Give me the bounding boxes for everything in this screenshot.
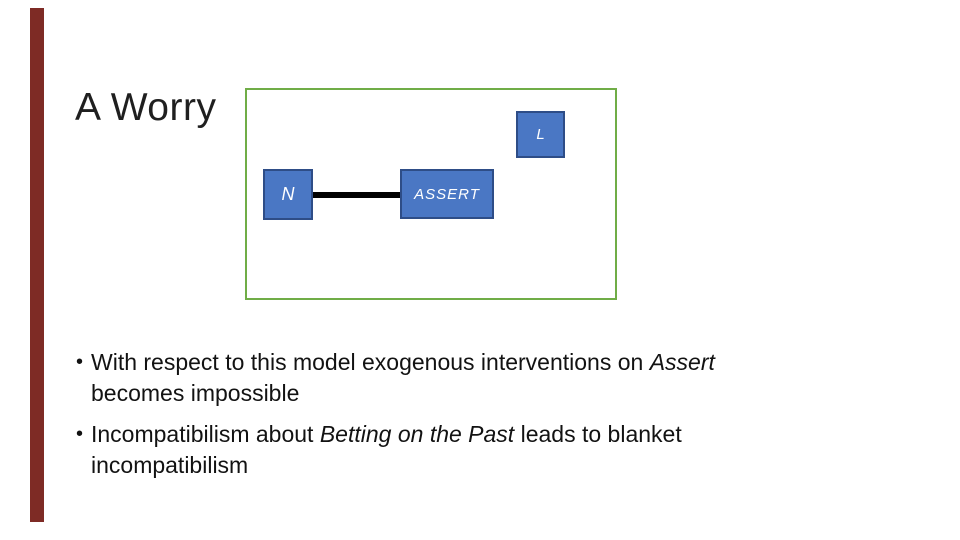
slide-title: A Worry: [75, 86, 217, 130]
bullet-list: • With respect to this model exogenous i…: [76, 347, 766, 491]
node-n: N: [263, 169, 313, 220]
bullet-item-2: • Incompatibilism about Betting on the P…: [76, 419, 766, 481]
node-l-label: L: [536, 126, 545, 143]
node-l: L: [516, 111, 565, 158]
bullet-2-text-italic: Betting on the Past: [319, 421, 515, 447]
bullet-item-1-text: With respect to this model exogenous int…: [91, 347, 715, 409]
bullet-2-text-continuation: incompatibilism: [91, 452, 249, 478]
bullet-1-text-plain: With respect to this model exogenous int…: [91, 349, 650, 375]
node-assert: ASSERT: [400, 169, 494, 219]
bullet-marker: •: [76, 351, 84, 373]
bullet-1-line-1: With respect to this model exogenous int…: [91, 347, 715, 378]
node-assert-label: ASSERT: [414, 185, 480, 203]
bullet-2-text-plain: Incompatibilism about: [91, 421, 320, 447]
bullet-1-text-continuation: becomes impossible: [91, 380, 300, 406]
bullet-1-text-italic: Assert: [649, 349, 715, 375]
model-diagram: L N ASSERT: [245, 88, 617, 300]
left-accent-bar: [30, 8, 44, 522]
bullet-2-line-1: Incompatibilism about Betting on the Pas…: [91, 419, 682, 450]
node-n-label: N: [281, 184, 295, 204]
n-assert-connector-line: [313, 192, 400, 198]
bullet-1-line-2: becomes impossible: [91, 378, 715, 409]
bullet-2-line-2: incompatibilism: [91, 450, 682, 481]
bullet-marker: •: [76, 423, 84, 445]
bullet-2-text-plain-2: leads to blanket: [514, 421, 682, 447]
bullet-item-1: • With respect to this model exogenous i…: [76, 347, 766, 409]
bullet-item-2-text: Incompatibilism about Betting on the Pas…: [91, 419, 682, 481]
